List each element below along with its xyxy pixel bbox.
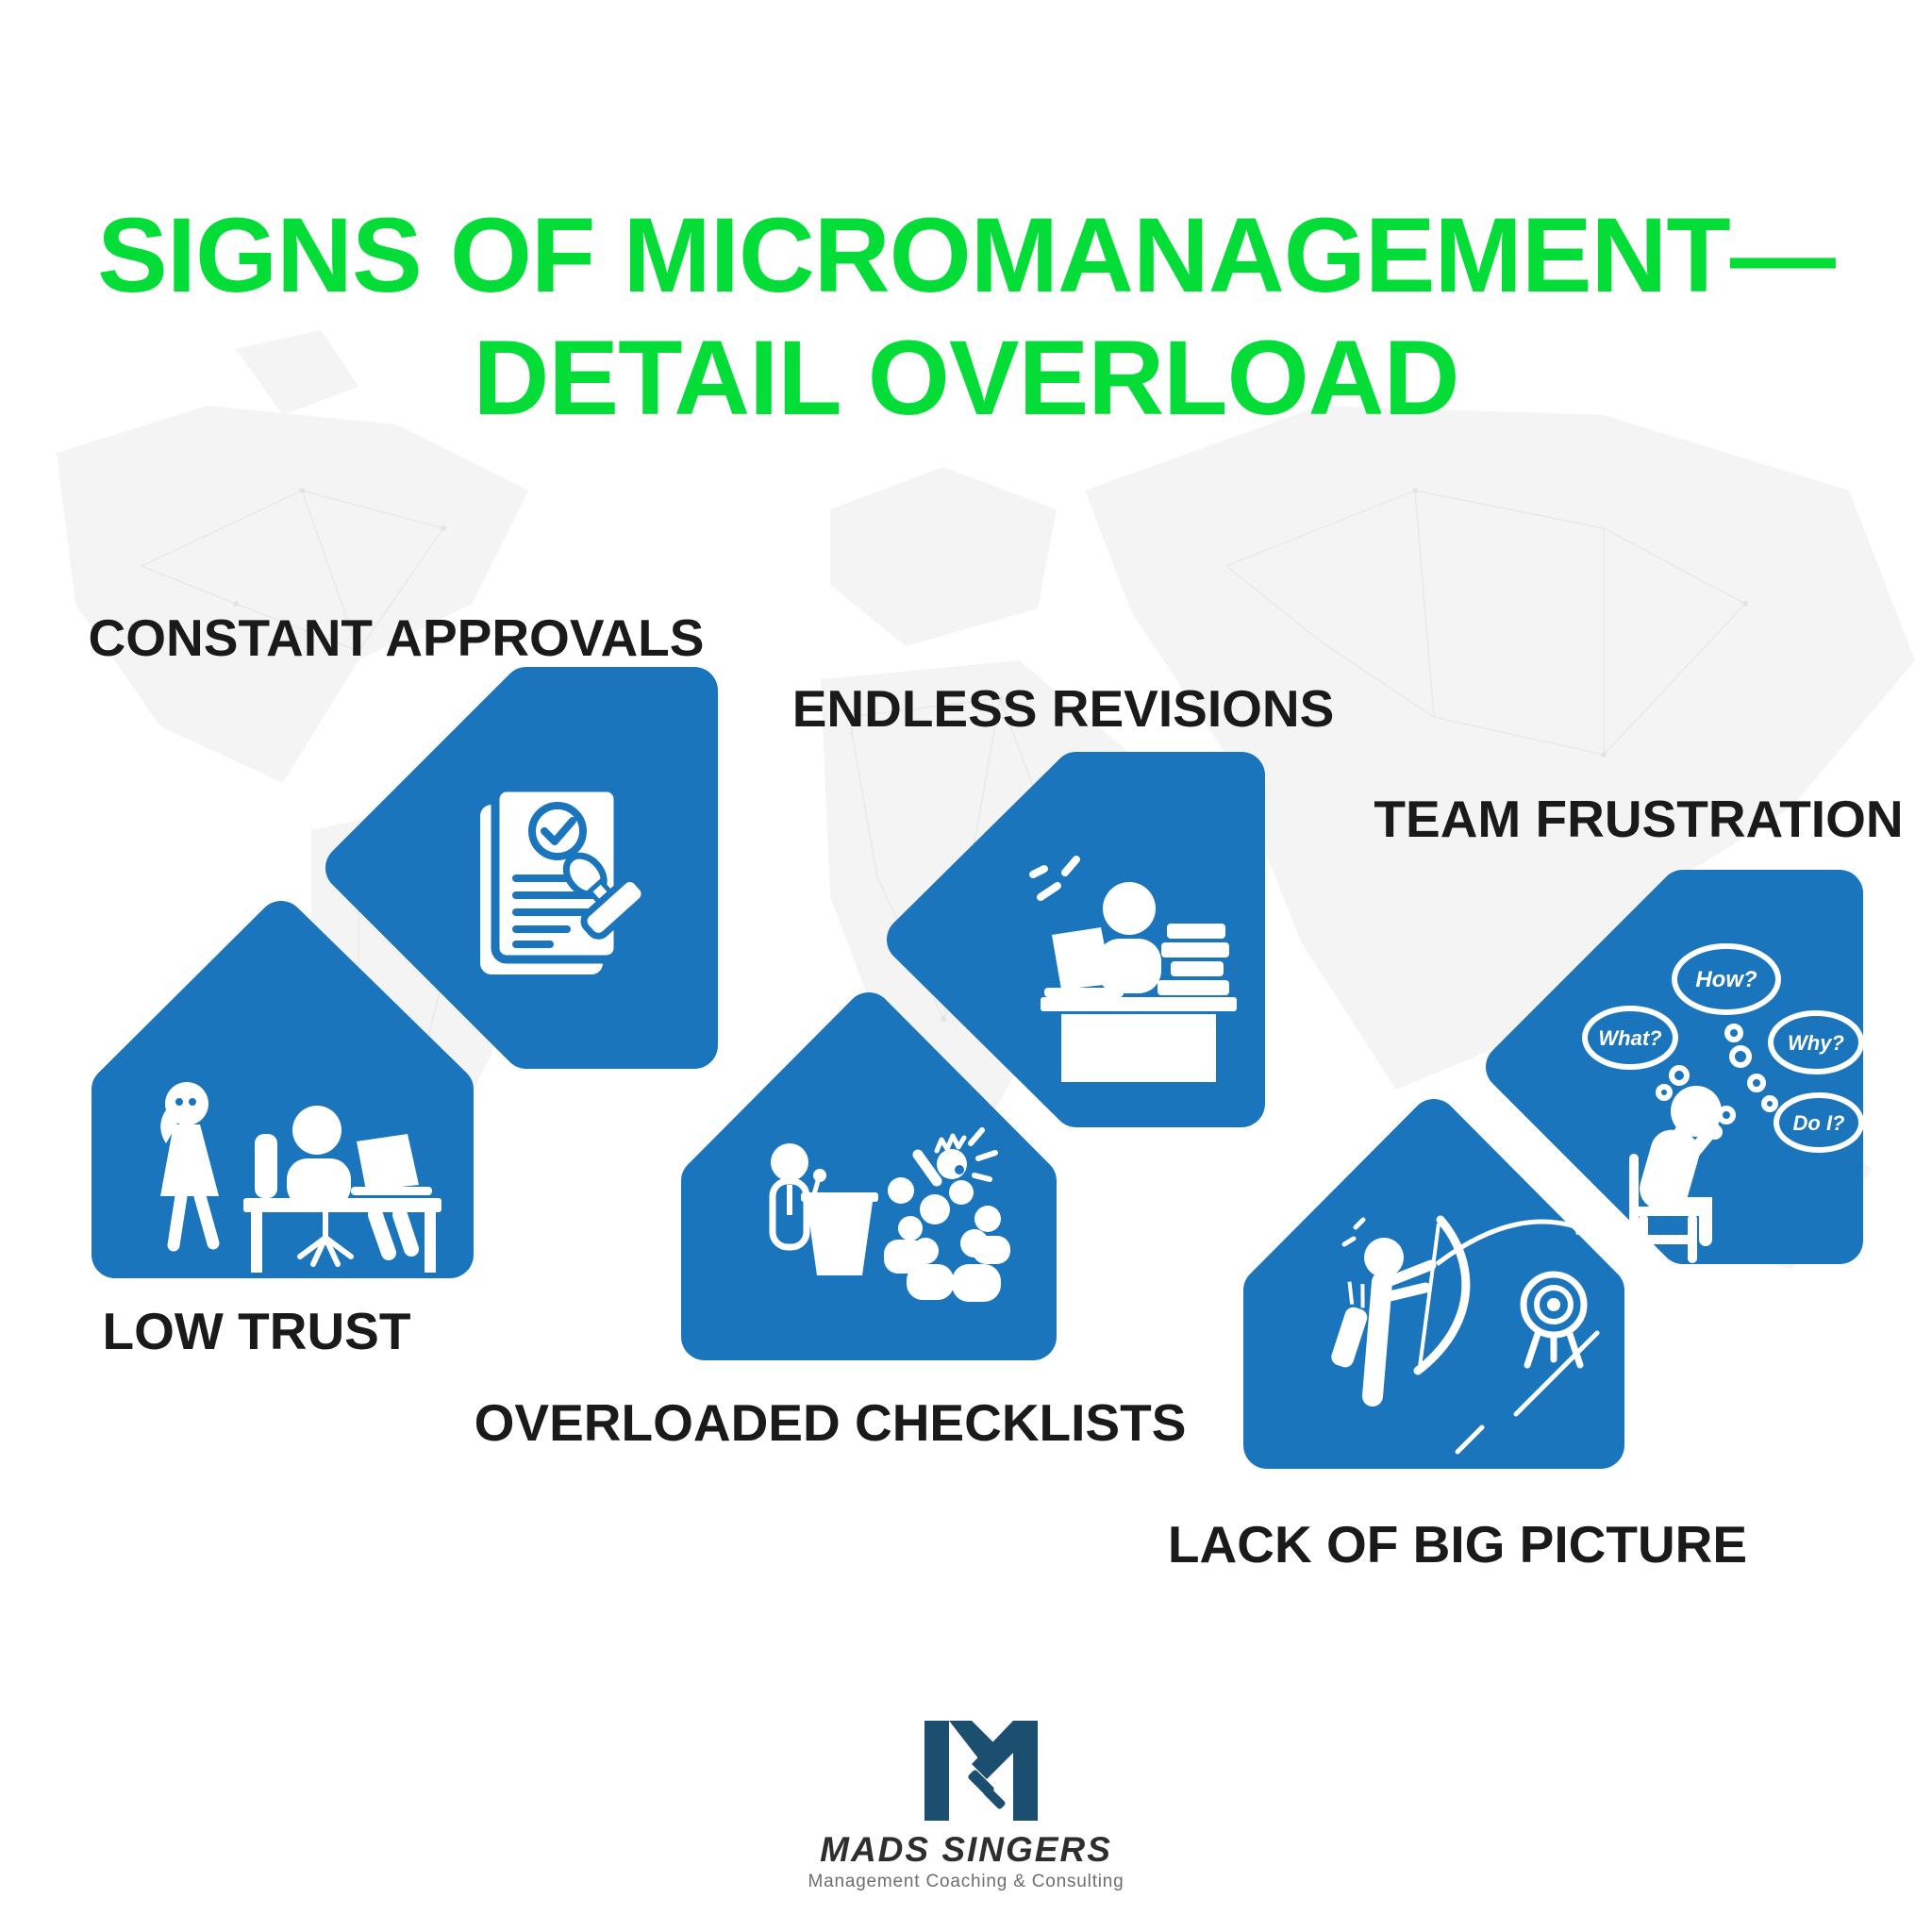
label-team-frustration: TEAM FRUSTRATION	[1374, 790, 1904, 848]
label-constant-approvals: CONSTANT APPROVALS	[88, 608, 705, 667]
card-lack-of-big-picture	[1243, 1099, 1624, 1469]
label-overloaded-checklists: OVERLOADED CHECKLISTS	[474, 1393, 1187, 1452]
page-title: SIGNS OF MICROMANAGEMENT— DETAIL OVERLOA…	[97, 194, 1836, 440]
thought-bubble-do-i: Do I?	[1793, 1111, 1845, 1135]
thought-bubble-how: How?	[1695, 967, 1757, 992]
worker-desk-paper-stack-icon	[1029, 856, 1237, 1082]
card-overloaded-checklists	[681, 992, 1057, 1360]
label-lack-of-big-picture: LACK OF BIG PICTURE	[1167, 1515, 1748, 1574]
mads-singers-m-logo	[924, 1721, 1038, 1821]
label-endless-revisions: ENDLESS REVISIONS	[791, 679, 1335, 738]
thought-bubble-what: What?	[1598, 1026, 1661, 1050]
label-low-trust: LOW TRUST	[102, 1302, 411, 1360]
brand-tagline: Management Coaching & Consulting	[808, 1872, 1124, 1891]
page-title-line2: DETAIL OVERLOAD	[473, 318, 1460, 437]
archer-missing-target-icon	[1331, 1215, 1600, 1455]
podium-speaker-crowd-icon	[769, 1127, 1010, 1302]
frustrated-thinker-icon: What? How? Why? Do I?	[1582, 943, 1864, 1263]
supervisor-watching-worker-icon	[160, 1082, 441, 1273]
brand-name: MADS SINGERS	[820, 1830, 1112, 1869]
approved-document-stamp-icon	[480, 783, 648, 974]
page-title-line1: SIGNS OF MICROMANAGEMENT—	[97, 196, 1836, 314]
thought-bubble-why: Why?	[1788, 1031, 1844, 1055]
